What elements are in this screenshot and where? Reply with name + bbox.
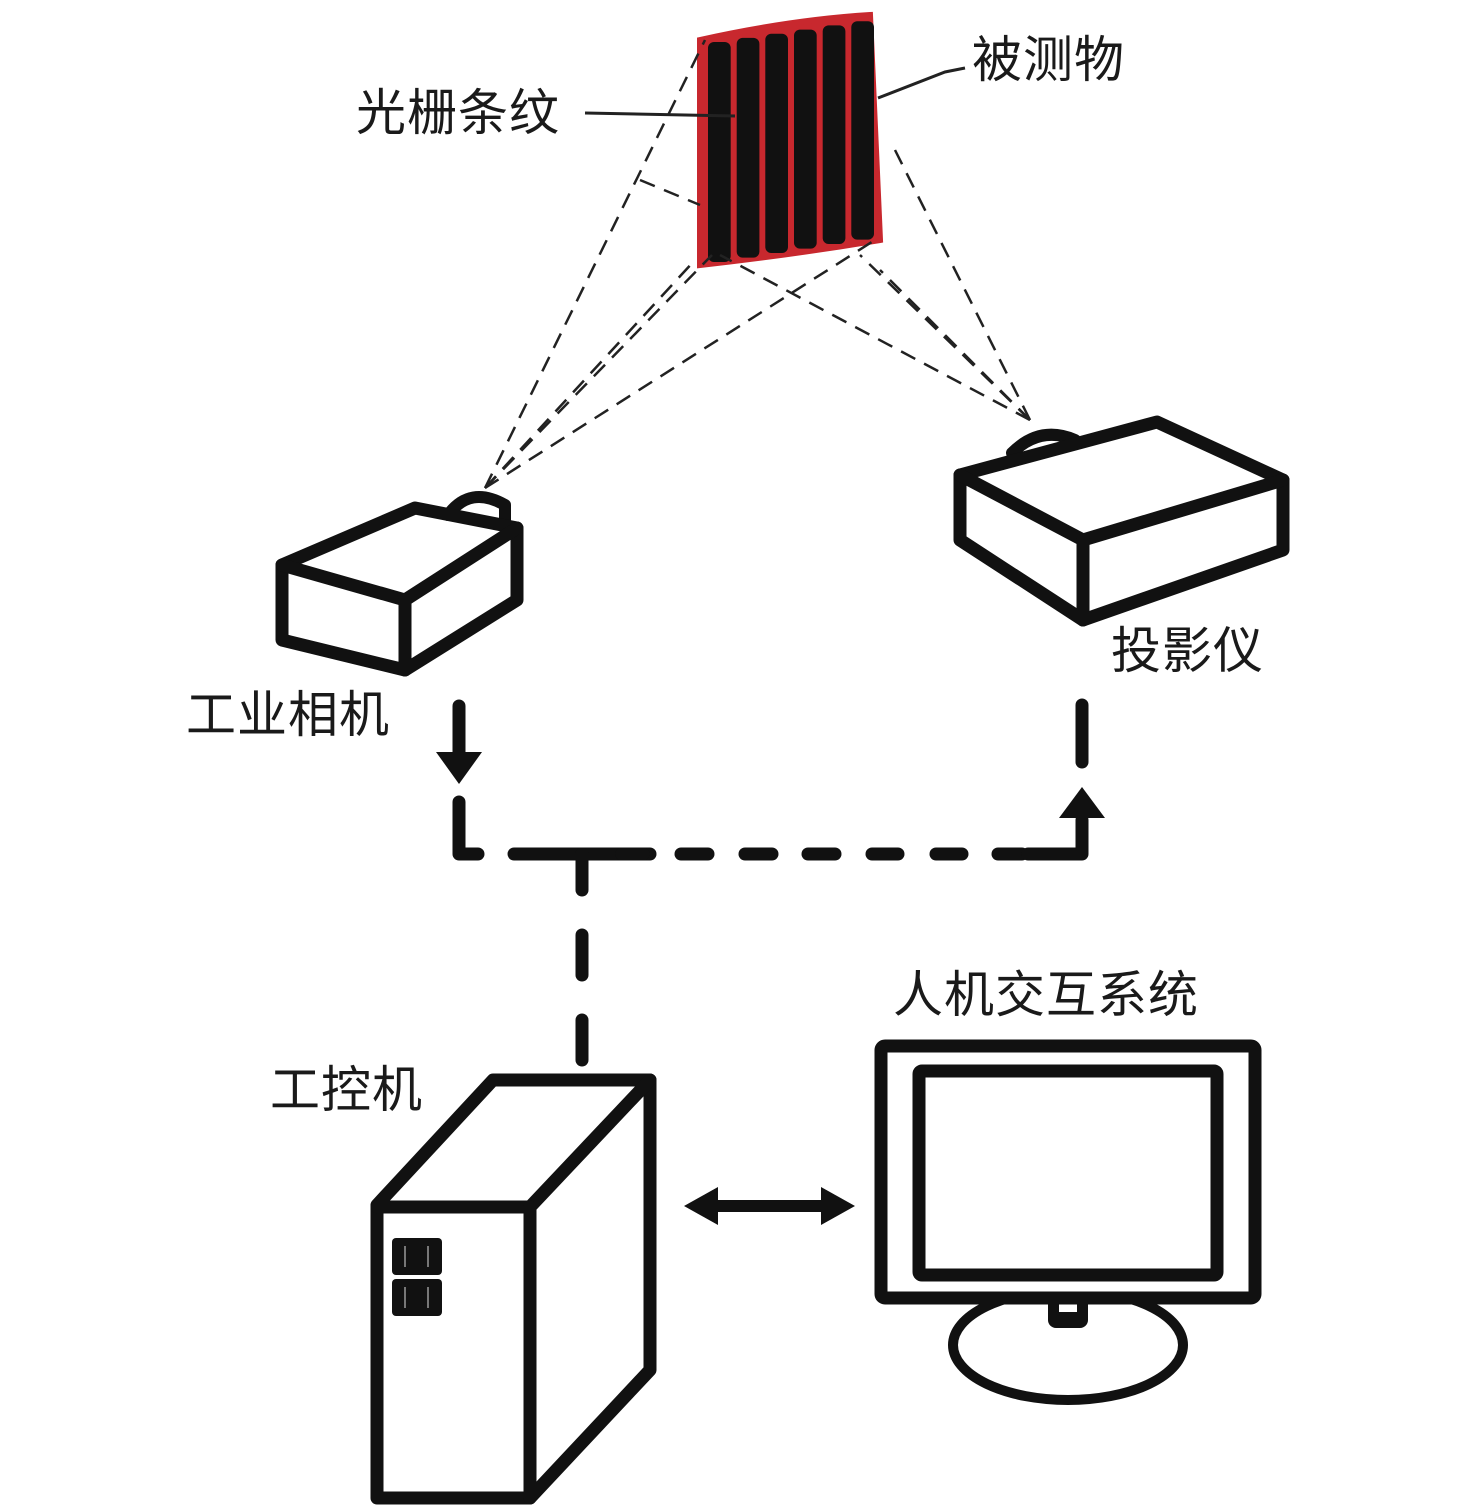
bidirectional-arrow-icon [684,1187,855,1225]
arrow-up-icon [1059,787,1105,818]
fringe-bar [708,42,731,262]
measured-object-label: 被测物 [972,31,1125,89]
hmi-monitor [874,1039,1262,1405]
projector-ray [879,269,1031,421]
drive-bay-icon [392,1238,442,1316]
grating-fringes [708,21,874,262]
arrow-down-icon [436,752,482,784]
fringe-bar [822,25,846,245]
fringe-bar [851,21,874,240]
fringe-bar [794,29,817,249]
industrial-pc-label: 工控机 [270,1061,423,1119]
grating-leader-line [584,111,736,118]
communication-bus [436,698,1105,1067]
hmi-system-label: 人机交互系统 [893,966,1199,1024]
measured-object [697,11,884,269]
industrial-camera [275,491,524,677]
projector [953,415,1290,627]
camera-ray [484,254,713,489]
monitor-screen [912,1064,1224,1282]
fringe-bar [765,33,788,254]
object-leader-line [877,66,966,100]
projector-ray [893,149,1032,421]
industrial-camera-label: 工业相机 [186,686,390,744]
grating-fringes-label: 光栅条纹 [356,84,560,142]
fringe-bar [736,37,760,258]
projector-label: 投影仪 [1111,622,1264,680]
industrial-pc [370,1073,657,1505]
camera-ray [639,178,701,207]
camera-ray [483,39,707,489]
projector-ray [719,253,1031,422]
light-rays [483,39,1032,490]
